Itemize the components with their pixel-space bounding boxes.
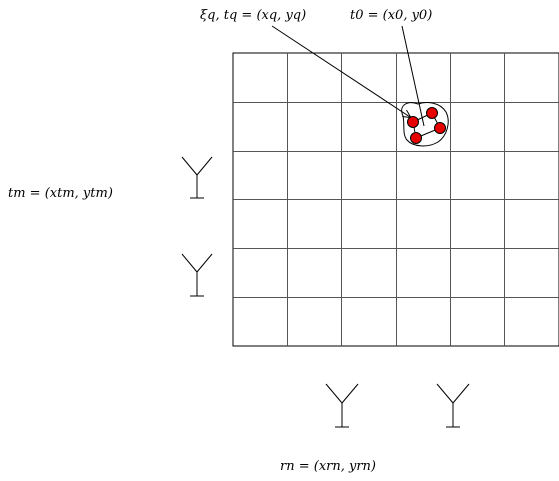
transmitter-antenna-icon (181, 253, 213, 297)
imaging-grid (232, 52, 559, 347)
transmitter-label: tm = (xtm, ytm) (8, 186, 113, 201)
scatterer-point (410, 132, 422, 144)
receiver-antenna-icon (325, 383, 359, 428)
scatterer-arrow (271, 25, 410, 117)
transmitter-antenna-icon (181, 156, 213, 199)
scatterer-group (407, 107, 446, 144)
target-center-arrow (401, 25, 425, 127)
scatterer-point (434, 122, 446, 134)
scatterer-label: ξq, tq = (xq, yq) (200, 8, 306, 23)
target-center-label: t0 = (x0, y0) (350, 8, 432, 23)
receiver-label: rn = (xrn, yrn) (280, 459, 376, 474)
scatterer-point (407, 116, 419, 128)
scatterer-point (426, 107, 438, 119)
receiver-antenna-icon (436, 383, 470, 428)
